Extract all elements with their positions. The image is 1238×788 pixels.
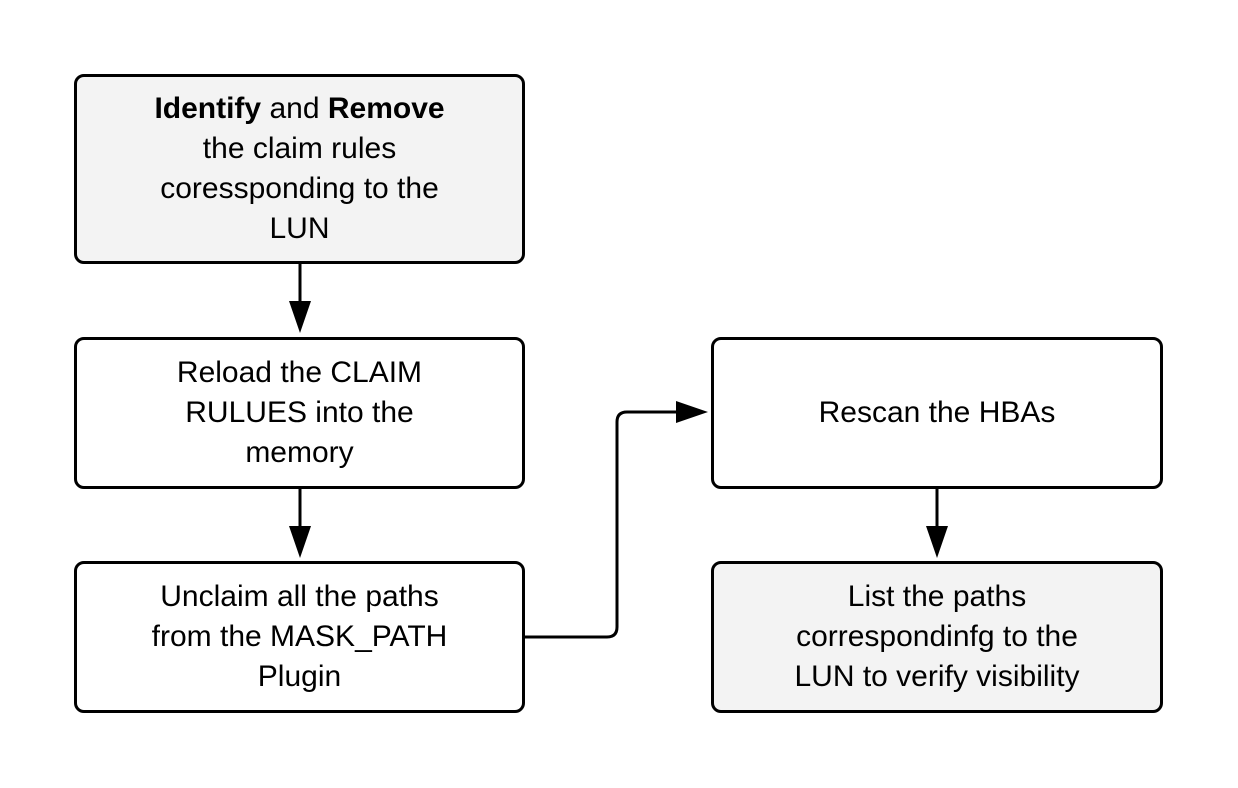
step-list-paths-box: List the paths correspondinfg to the LUN… (711, 561, 1163, 713)
step-identify-remove-line-4: LUN (269, 212, 330, 245)
step-identify-remove-line-1: Identify and Remove (154, 89, 444, 129)
arrow-unclaim-to-rescan (525, 401, 708, 639)
step-identify-remove-box: Identify and Remove the claim rules core… (74, 74, 525, 264)
step-identify-remove-text: Identify and Remove the claim rules core… (154, 89, 444, 249)
step-reload-box: Reload the CLAIM RULUES into the memory (74, 337, 525, 489)
step-unclaim-line-3: Plugin (257, 660, 342, 693)
step-list-paths-line-2: correspondinfg to the (796, 620, 1078, 653)
step-rescan-line-1: Rescan the HBAs (818, 396, 1056, 429)
arrow-rescan-to-list (926, 489, 948, 558)
step-unclaim-text: Unclaim all the paths from the MASK_PATH… (152, 577, 448, 697)
step-identify-remove-line-2: the claim rules (202, 132, 397, 165)
step-reload-line-3: memory (245, 436, 354, 469)
arrow-identify-to-reload (289, 264, 311, 333)
identify-keyword: Identify (154, 92, 262, 125)
and-joiner: and (261, 92, 328, 125)
step-reload-line-1: Reload the CLAIM (176, 356, 423, 389)
arrow-reload-to-unclaim (289, 489, 311, 558)
arrow-head (676, 401, 708, 423)
step-reload-text: Reload the CLAIM RULUES into the memory (177, 353, 422, 473)
step-unclaim-box: Unclaim all the paths from the MASK_PATH… (74, 561, 525, 713)
step-list-paths-line-1: List the paths (847, 580, 1027, 613)
step-list-paths-line-3: LUN to verify visibility (794, 660, 1080, 693)
step-rescan-text: Rescan the HBAs (819, 393, 1056, 433)
remove-keyword: Remove (327, 92, 445, 125)
arrow-head (926, 526, 948, 558)
step-unclaim-line-2: from the MASK_PATH (151, 620, 448, 653)
arrow-line (525, 410, 678, 639)
arrow-head (289, 301, 311, 333)
step-reload-line-2: RULUES into the (185, 396, 414, 429)
step-rescan-box: Rescan the HBAs (711, 337, 1163, 489)
step-list-paths-text: List the paths correspondinfg to the LUN… (794, 577, 1079, 697)
step-unclaim-line-1: Unclaim all the paths (160, 580, 439, 613)
arrow-head (289, 526, 311, 558)
step-identify-remove-line-3: coressponding to the (160, 172, 439, 205)
